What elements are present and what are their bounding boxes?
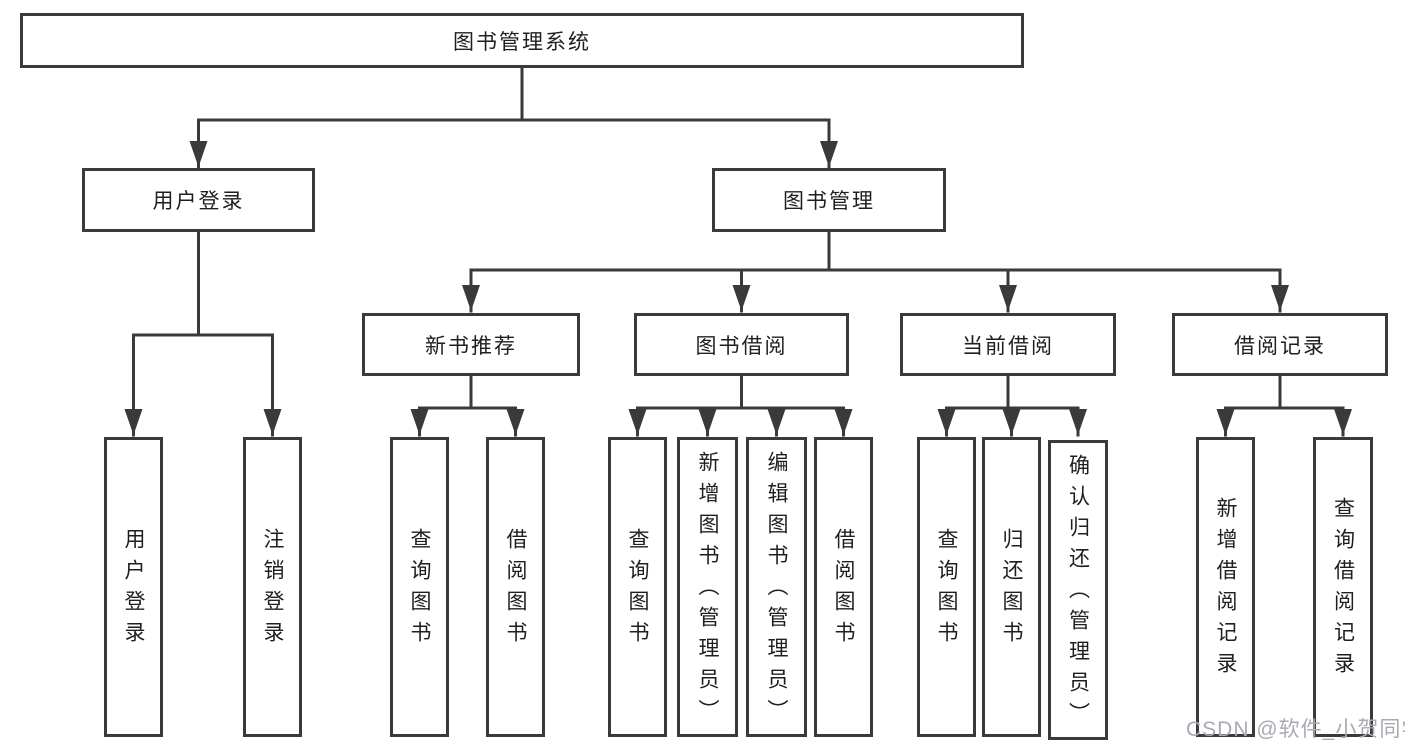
node-user-login-module: 用户登录 [82,168,315,232]
node-bb-add-book: 新增图书（管理员） [677,437,738,737]
node-br-query-record: 查询借阅记录 [1313,437,1373,737]
node-bb-borrow-book: 借阅图书 [814,437,873,737]
node-book-mgmt-module: 图书管理 [712,168,946,232]
node-login: 用户登录 [104,437,163,737]
node-book-borrow: 图书借阅 [634,313,849,376]
node-cb-confirm-return: 确认归还（管理员） [1048,440,1108,740]
node-cb-query-book: 查询图书 [917,437,976,737]
node-bb-query-book: 查询图书 [608,437,667,737]
node-nbr-query-book: 查询图书 [390,437,449,737]
node-current-borrow: 当前借阅 [900,313,1116,376]
node-root: 图书管理系统 [20,13,1024,68]
node-nbr-borrow-book: 借阅图书 [486,437,545,737]
node-cb-return-book: 归还图书 [982,437,1041,737]
node-new-book-rec: 新书推荐 [362,313,580,376]
node-borrow-record: 借阅记录 [1172,313,1388,376]
node-logout: 注销登录 [243,437,302,737]
csdn-watermark: CSDN @软件_小贺同学 [1186,718,1405,741]
node-bb-edit-book: 编辑图书（管理员） [746,437,807,737]
node-br-add-record: 新增借阅记录 [1196,437,1255,737]
